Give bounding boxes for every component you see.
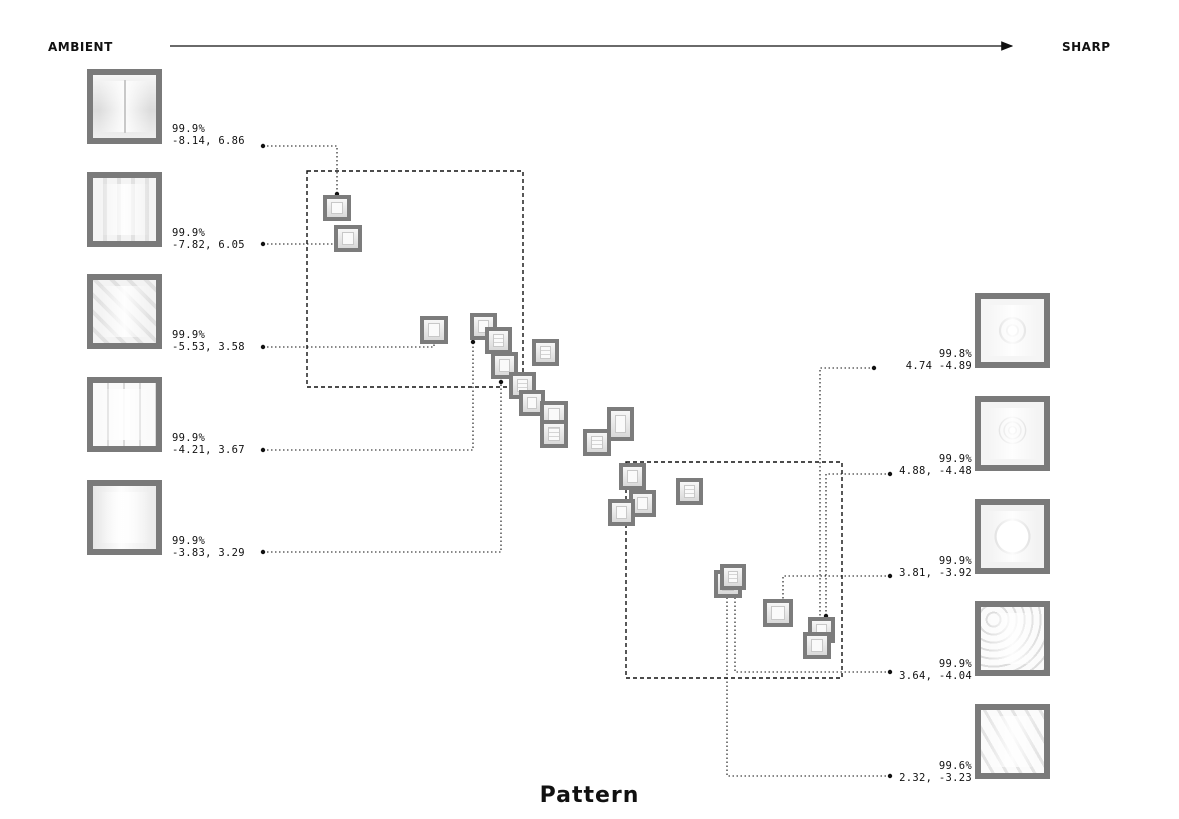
- sample-percent: 99.9%: [172, 227, 206, 239]
- sample-thumbnail-sharp-1: [975, 293, 1050, 368]
- sample-thumbnail-sharp-5: [975, 704, 1050, 779]
- sample-label-sharp-4: 99.9% 3.64, -4.04: [893, 658, 972, 682]
- sample-coords: -8.14, 6.86: [172, 135, 245, 147]
- sample-coords: 3.64, -4.04: [899, 670, 972, 682]
- latent-thumbnail: [323, 195, 351, 221]
- cluster-box-ambient: [306, 170, 524, 388]
- connector-left-5-dot: [260, 549, 266, 555]
- sample-coords: -3.83, 3.29: [172, 547, 245, 559]
- connector-right-1-dot: [871, 365, 877, 371]
- diagram-title: Pattern: [539, 783, 640, 808]
- sample-label-ambient-4: 99.9% -4.21, 3.67: [172, 432, 245, 456]
- sample-percent: 99.9%: [172, 535, 206, 547]
- connector-left-4-dot: [260, 447, 266, 453]
- sample-coords: 4.74 -4.89: [905, 360, 972, 372]
- connector-right-2-dot: [887, 471, 893, 477]
- sample-coords: 2.32, -3.23: [899, 772, 972, 784]
- sample-percent: 99.9%: [938, 658, 972, 670]
- latent-thumbnail: [720, 564, 746, 590]
- latent-thumbnail: [619, 463, 646, 490]
- connector-right-3-dot: [887, 573, 893, 579]
- latent-thumbnail: [583, 429, 611, 456]
- sample-percent: 99.6%: [938, 760, 972, 772]
- sample-coords: -4.21, 3.67: [172, 444, 245, 456]
- sample-percent: 99.9%: [938, 453, 972, 465]
- axis-label-ambient: AMBIENT: [48, 40, 113, 54]
- sample-percent: 99.9%: [172, 123, 206, 135]
- sample-label-sharp-1: 99.8% 4.74 -4.89: [893, 348, 972, 372]
- axis-label-sharp: SHARP: [1062, 40, 1111, 54]
- connector-left-3: [263, 340, 435, 348]
- latent-thumbnail: [608, 499, 635, 526]
- sample-percent: 99.9%: [172, 432, 206, 444]
- connector-left-4: [263, 342, 474, 451]
- connector-left-5-end: [498, 379, 504, 385]
- sample-label-ambient-1: 99.9% -8.14, 6.86: [172, 123, 245, 147]
- sample-thumbnail-sharp-4: [975, 601, 1050, 676]
- sample-label-sharp-2: 99.9% 4.88, -4.48: [893, 453, 972, 477]
- connector-left-4-end: [470, 339, 476, 345]
- cluster-box-sharp: [625, 461, 843, 679]
- sample-label-sharp-5: 99.6% 2.32, -3.23: [893, 760, 972, 784]
- connector-right-5-dot: [887, 773, 893, 779]
- sample-label-sharp-3: 99.9% 3.81, -3.92: [893, 555, 972, 579]
- sample-percent: 99.8%: [938, 348, 972, 360]
- sample-thumbnail-sharp-2: [975, 396, 1050, 471]
- sample-coords: -5.53, 3.58: [172, 341, 245, 353]
- sample-coords: 4.88, -4.48: [899, 465, 972, 477]
- latent-thumbnail: [607, 407, 634, 441]
- latent-thumbnail: [803, 632, 831, 659]
- connector-left-1: [263, 145, 338, 194]
- sample-thumbnail-ambient-4: [87, 377, 162, 452]
- sample-label-ambient-2: 99.9% -7.82, 6.05: [172, 227, 245, 251]
- latent-thumbnail: [420, 316, 448, 344]
- sample-percent: 99.9%: [172, 329, 206, 341]
- connector-right-1: [819, 367, 874, 618]
- connector-right-2: [825, 473, 890, 612]
- latent-thumbnail: [540, 420, 568, 448]
- sample-thumbnail-sharp-3: [975, 499, 1050, 574]
- sample-thumbnail-ambient-3: [87, 274, 162, 349]
- connector-right-5: [726, 588, 890, 777]
- sample-thumbnail-ambient-1: [87, 69, 162, 144]
- connector-left-3-dot: [260, 344, 266, 350]
- sample-percent: 99.9%: [938, 555, 972, 567]
- sample-thumbnail-ambient-5: [87, 480, 162, 555]
- latent-thumbnail: [532, 339, 559, 366]
- connector-right-4-dot: [887, 669, 893, 675]
- sample-coords: -7.82, 6.05: [172, 239, 245, 251]
- sample-thumbnail-ambient-2: [87, 172, 162, 247]
- connector-left-1-dot: [260, 143, 266, 149]
- connector-left-2-dot: [260, 241, 266, 247]
- sample-coords: 3.81, -3.92: [899, 567, 972, 579]
- latent-thumbnail: [485, 327, 512, 354]
- connector-left-5: [263, 382, 502, 553]
- latent-thumbnail: [470, 313, 497, 340]
- sample-label-ambient-5: 99.9% -3.83, 3.29: [172, 535, 245, 559]
- sample-label-ambient-3: 99.9% -5.53, 3.58: [172, 329, 245, 353]
- latent-thumbnail: [763, 599, 793, 627]
- latent-thumbnail: [334, 225, 362, 252]
- latent-thumbnail: [676, 478, 703, 505]
- connector-right-3: [782, 575, 890, 604]
